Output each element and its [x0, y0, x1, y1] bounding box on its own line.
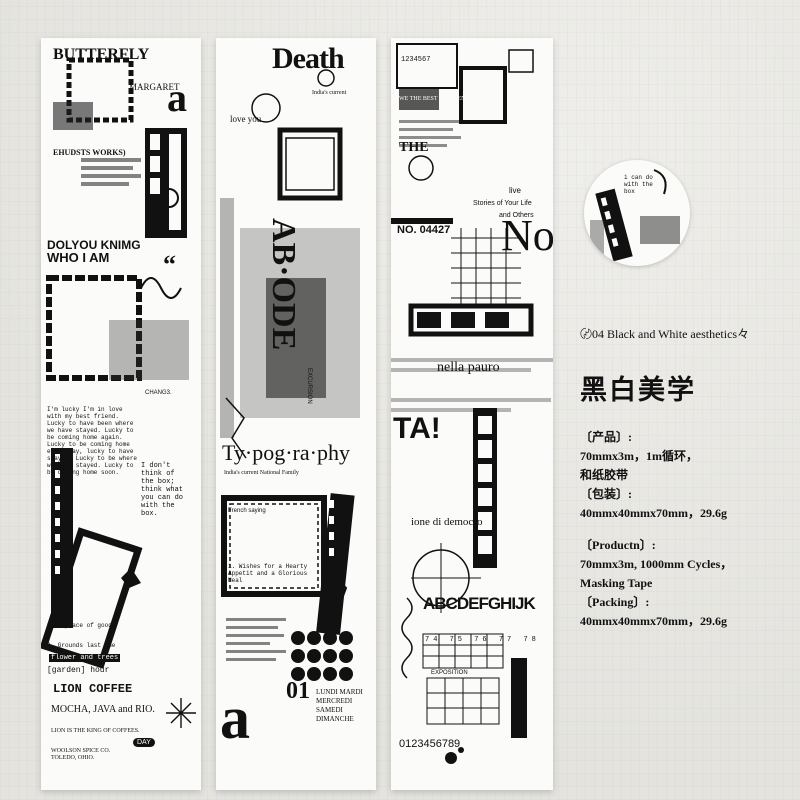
product-cn-line-1: 70mmx3m，1m循环，	[580, 449, 698, 463]
item-2: 2. Grounds last one	[47, 642, 116, 649]
live-label: live	[509, 186, 522, 195]
pack-en-value: 40mmx40mmx70mm，29.6g	[580, 614, 727, 628]
strip-3-graphics	[391, 43, 553, 764]
product-en-line-1: 70mmx3m, 1000mm Cycles，	[580, 557, 733, 571]
pack-cn-value: 40mmx40mmx70mm，29.6g	[580, 506, 727, 520]
woolson-label: WOOLSON SPICE CO. TOLEDO, OHIO.	[51, 748, 111, 761]
table-cell: 76	[474, 636, 491, 644]
letter-a-big: a	[220, 685, 250, 751]
you-knew-label: DOLYOU KNIMG	[47, 238, 141, 252]
abode-vertical: AB·ODE	[265, 218, 302, 351]
product-cn-label: 〔产品〕:	[580, 430, 632, 444]
democro-label: ione di democro	[411, 516, 483, 528]
product-title-cn: 黑白美学	[580, 375, 696, 406]
table-cell: 77	[498, 636, 516, 644]
death-title: Death	[272, 42, 345, 75]
excursion-label: EXCURSION	[306, 368, 312, 404]
pack-en-label: 〔Packing〕:	[580, 595, 650, 609]
lucky-paragraph: I'm lucky I'm in love with my best frien…	[47, 406, 138, 476]
indias-label: India's current	[312, 90, 347, 96]
margaret-label: MARGARET	[129, 82, 180, 92]
indias-national: India's current National Family	[224, 470, 299, 476]
wishes-text: 1. Wishes for a Hearty Appetit and a Glo…	[228, 563, 308, 584]
who-i-am-label: WHO I AM	[47, 250, 110, 265]
product-en-label: 〔Productn〕:	[580, 538, 656, 552]
pack-cn-label: 〔包装〕:	[580, 487, 632, 501]
quote-mark: “	[163, 250, 176, 279]
ta-label: TA!	[393, 412, 441, 445]
alphabet-label: ABCDEFGHIJK	[423, 594, 536, 613]
numbers-top: 1234567	[401, 56, 431, 64]
no-number: NO. 04427	[397, 224, 451, 236]
lion-coffee-title: LION COFFEE	[53, 682, 133, 696]
mocha-label: MOCHA, JAVA and RIO.	[51, 704, 155, 715]
stories-label: Stories of Your Life	[473, 200, 532, 207]
table-cell: 74	[425, 636, 442, 644]
day-badge: DAY	[133, 738, 155, 747]
roll-text: i can do with the box	[624, 174, 653, 195]
item-1: 1. A place of good	[47, 622, 112, 629]
product-cn-line-2: 和纸胶带	[580, 468, 629, 482]
french-label: French saying	[228, 508, 266, 514]
table-cell: 78	[523, 636, 540, 644]
love-you-label: love you	[230, 114, 262, 124]
dont-think-paragraph: I don't think of the box; think what you…	[141, 462, 184, 518]
tape-roll-preview: i can do with the box	[584, 160, 690, 266]
product-en-line-2: Masking Tape	[580, 576, 653, 590]
king-label: LION IS THE KING OF COFFEES.	[51, 728, 140, 734]
tape-strip-3: 1234567 WE THE BEST OF FRIEND THE live S…	[391, 38, 553, 790]
best-friend-label: WE THE BEST OF FRIEND	[399, 96, 470, 102]
numbers-bottom: 0123456789	[399, 738, 461, 750]
strip-2-graphics	[220, 69, 360, 681]
table-row: 74 75 76 77 78	[425, 636, 540, 644]
garden-label: [garden] hour	[47, 666, 110, 675]
days-list: LUNDI MARDI MERCREDI SAMEDI DIMANCHE	[316, 688, 363, 723]
the-label: THE	[399, 140, 429, 155]
flower-label: flower and trees	[49, 654, 121, 662]
butterfly-title: BUTTERFLY	[53, 46, 150, 63]
strip-1-graphics	[41, 57, 196, 728]
spec-block: 〔产品〕: 70mmx3m，1m循环， 和纸胶带 〔包装〕: 40mmx40mm…	[580, 428, 790, 631]
tape-strip-2: Death love you India's current AB·ODE EX…	[216, 38, 376, 790]
table-cell: 75	[449, 636, 467, 644]
spacer	[580, 523, 790, 536]
product-series-title: 〄04 Black and White aesthetics々	[580, 327, 750, 341]
tape-strip-1: BUTTERFLY MARGARET a EHUDSTS WORKS) DOLY…	[41, 38, 201, 790]
big-no: No	[501, 211, 553, 260]
works-label: EHUDSTS WORKS)	[53, 148, 126, 157]
exposition-label: EXPOSITION	[431, 670, 468, 676]
roll-graphics	[590, 169, 680, 262]
chang-label: CHANG3.	[145, 390, 172, 396]
typography-title: Ty·pog·ra·phy	[222, 440, 350, 465]
letter-a: a	[167, 75, 187, 120]
others-label: and Others	[499, 212, 534, 219]
nella-label: nella pauro	[437, 360, 500, 375]
number-01: 01	[286, 678, 310, 704]
